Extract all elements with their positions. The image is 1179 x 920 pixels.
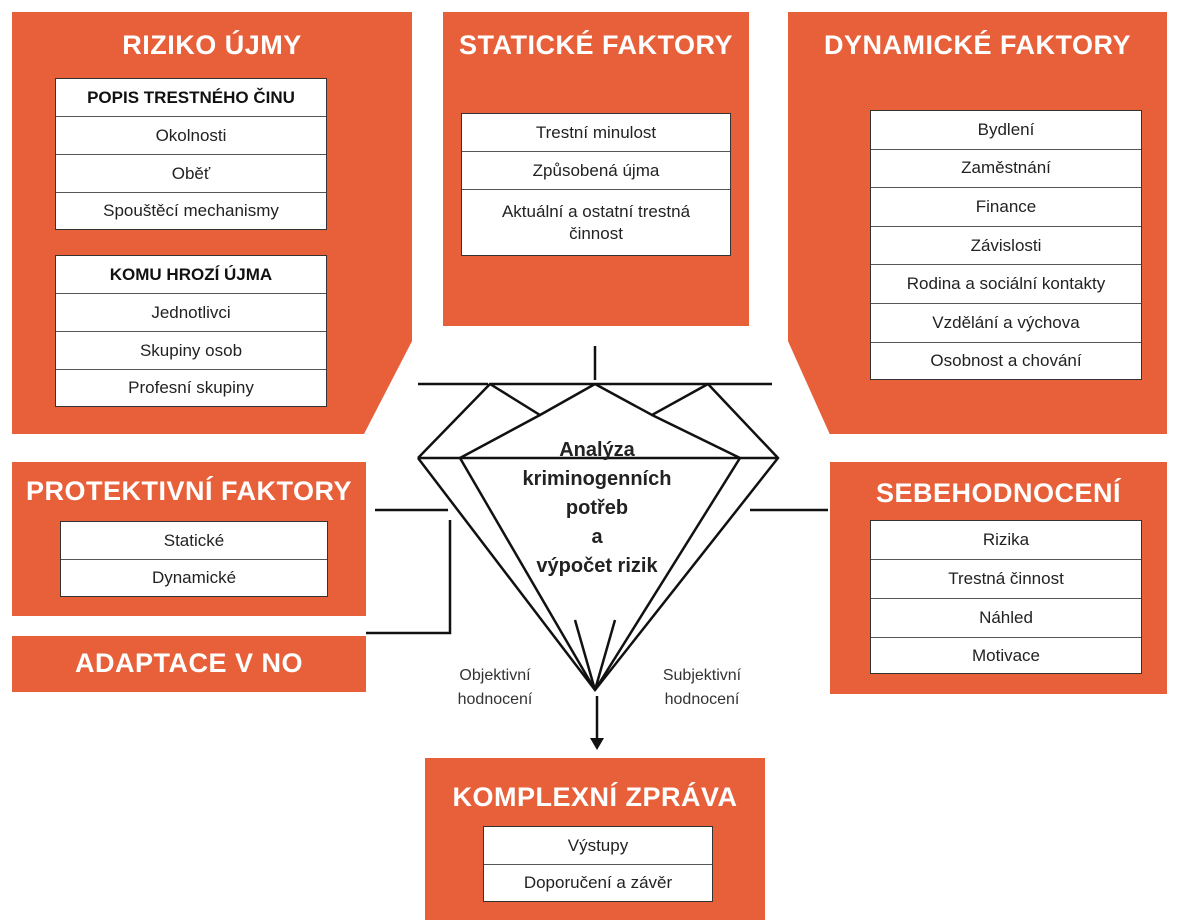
analysis-line: kriminogenních — [522, 468, 672, 490]
list-item: Doporučení a závěr — [523, 873, 673, 892]
harm-target-list: KOMU HROZÍ ÚJMA Jednotlivci Skupiny osob… — [55, 255, 327, 407]
analysis-line: Analýza — [559, 439, 635, 461]
list-item: Dynamické — [151, 568, 237, 587]
crime-description-list: POPIS TRESTNÉHO ČINU Okolnosti Oběť Spou… — [55, 78, 327, 230]
list-item: Trestní minulost — [462, 114, 730, 152]
subjective-line: hodnocení — [664, 691, 740, 708]
list-item: Okolnosti — [56, 117, 326, 155]
subjective-line: Subjektivní — [662, 667, 742, 684]
list-item: Výstupy — [484, 827, 712, 865]
analysis-line: výpočet rizik — [536, 555, 658, 577]
list-item: Aktuální a ostatní trestná činnost — [501, 201, 691, 243]
adaptation-title: ADAPTACE V NO — [74, 648, 303, 678]
analysis-label: Analýza kriminogenních potřeb a výpočet … — [497, 436, 697, 581]
dynamic-factors-list: Bydlení Zaměstnání Finance Závislosti Ro… — [870, 110, 1142, 380]
protective-factors-title: PROTEKTIVNÍ FAKTORY — [25, 476, 353, 506]
objective-line: Objektivní — [459, 667, 531, 684]
harm-risk-title: RIZIKO ÚJMY — [122, 30, 302, 60]
list-item: Profesní skupiny — [128, 378, 254, 397]
crime-description-header: POPIS TRESTNÉHO ČINU — [56, 79, 326, 117]
list-item: Závislosti — [871, 227, 1141, 266]
list-item: Zaměstnání — [871, 150, 1141, 189]
static-factors-title: STATICKÉ FAKTORY — [458, 30, 733, 60]
list-item: Skupiny osob — [56, 332, 326, 370]
list-item: Rodina a sociální kontakty — [871, 265, 1141, 304]
report-title: KOMPLEXNÍ ZPRÁVA — [452, 782, 738, 812]
analysis-line: a — [591, 526, 603, 548]
self-assessment-title: SEBEHODNOCENÍ — [875, 478, 1122, 508]
report-list: Výstupy Doporučení a závěr — [483, 826, 713, 902]
harm-target-header: KOMU HROZÍ ÚJMA — [56, 256, 326, 294]
dynamic-factors-title: DYNAMICKÉ FAKTORY — [823, 30, 1132, 60]
list-item: Náhled — [871, 599, 1141, 638]
objective-line: hodnocení — [457, 691, 533, 708]
list-item: Způsobená újma — [462, 152, 730, 190]
list-item: Statické — [61, 522, 327, 560]
list-item: Finance — [871, 188, 1141, 227]
analysis-line: potřeb — [565, 497, 629, 519]
list-item: Rizika — [871, 521, 1141, 560]
protective-factors-list: Statické Dynamické — [60, 521, 328, 597]
list-item: Bydlení — [871, 111, 1141, 150]
self-assessment-list: Rizika Trestná činnost Náhled Motivace — [870, 520, 1142, 674]
subjective-assessment-label: Subjektivní hodnocení — [642, 664, 762, 712]
objective-assessment-label: Objektivní hodnocení — [440, 664, 550, 712]
list-item: Osobnost a chování — [930, 350, 1082, 370]
list-item: Oběť — [56, 155, 326, 193]
list-item: Motivace — [971, 645, 1041, 665]
list-item: Vzdělání a výchova — [871, 304, 1141, 343]
adaptation-panel: ADAPTACE V NO — [12, 636, 366, 692]
list-item: Spouštěcí mechanismy — [103, 201, 279, 220]
list-item: Jednotlivci — [56, 294, 326, 332]
list-item: Trestná činnost — [871, 560, 1141, 599]
static-factors-list: Trestní minulost Způsobená újma Aktuální… — [461, 113, 731, 256]
